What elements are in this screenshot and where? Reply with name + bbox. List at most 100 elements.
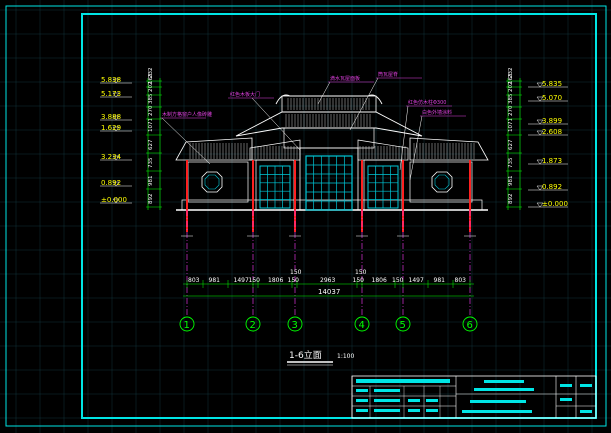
titleblock-text-bar: [580, 410, 592, 413]
titleblock-text-bar: [474, 388, 534, 391]
left-octagon-window: [201, 171, 223, 193]
inner-frame: [81, 13, 597, 419]
axis-label: 3: [292, 320, 298, 331]
vdim-value: 735: [508, 157, 514, 168]
titleblock-text-bar: [374, 399, 400, 402]
vdim-value: 232: [148, 68, 154, 79]
level-value: 0.892: [542, 183, 562, 191]
level-triangle: [112, 126, 120, 132]
callout-text: 滴水瓦屋面板: [330, 75, 360, 82]
right-wing-wall: [409, 161, 473, 203]
title-block: [351, 375, 597, 419]
red-columns: [186, 160, 471, 232]
level-triangle: [112, 78, 120, 84]
axis-bubble: [462, 316, 478, 332]
drawing-title: 1-6立面: [289, 349, 322, 361]
vdim-value: 270: [148, 105, 154, 116]
level-triangle: [112, 198, 120, 204]
callout-text: 木制方格窗户人像砖雕: [162, 111, 212, 118]
axis-bubble: [395, 316, 411, 332]
total-width: 14037: [318, 288, 340, 296]
hdim-value: 981: [209, 277, 221, 284]
titleblock-text-bar: [580, 384, 592, 387]
level-triangle: [536, 130, 544, 136]
hdim-value: 803: [455, 277, 467, 284]
vdim-value: 385: [508, 93, 514, 104]
axis-label: 4: [359, 320, 365, 331]
titleblock-text-bar: [356, 399, 368, 402]
vdim-value: 270: [508, 105, 514, 116]
vdim-value: 163: [508, 73, 514, 84]
titleblock-text-bar: [426, 399, 438, 402]
titleblock-text-bar: [408, 409, 420, 412]
vdim-value: 163: [148, 73, 154, 84]
hdim-value: 150: [249, 277, 261, 284]
right-octagon-window: [431, 171, 453, 193]
level-triangle: [536, 96, 544, 102]
vdim-value: 981: [148, 176, 154, 187]
vdim-value: 232: [508, 68, 514, 79]
level-value: 5.835: [542, 80, 562, 88]
hdim-value: 150: [353, 277, 365, 284]
hdim-value: 150: [355, 269, 367, 276]
left-wing-roof: [175, 137, 253, 161]
vdim-value: 1071: [508, 118, 514, 132]
level-triangle: [112, 115, 120, 121]
right-octagon-inner: [434, 174, 450, 190]
axis-bubble: [354, 316, 370, 332]
callout-leader: [161, 117, 211, 165]
level-value: 5.838: [101, 76, 121, 84]
level-triangle: [536, 82, 544, 88]
right-wing-roof: [409, 137, 489, 161]
vdim-value: 981: [508, 176, 514, 187]
titleblock-text-bar: [408, 399, 420, 402]
titleblock-text-bar: [356, 389, 368, 392]
callout-leader: [399, 105, 409, 171]
axis-label: 5: [400, 320, 406, 331]
vdim-value: 627: [148, 139, 154, 150]
vdim-value: 892: [508, 194, 514, 205]
hdim-value: 150: [392, 277, 404, 284]
vdim-value: 385: [148, 93, 154, 104]
titleblock-text-bar: [560, 384, 572, 387]
hdim-value: 1806: [268, 277, 283, 284]
level-value: ±0.000: [101, 196, 127, 204]
axis-label: 1: [184, 320, 190, 331]
callout-leader: [251, 97, 301, 151]
main-gate: [299, 147, 359, 211]
level-triangle: [112, 155, 120, 161]
axis-bubble: [245, 316, 261, 332]
material-callouts: 红色木板大门滴水瓦屋面板筒瓦屋脊木制方格窗户人像砖雕红色仿木柱Φ300白色外墙涂…: [160, 71, 466, 181]
drawing-scale: 1:100: [337, 353, 354, 360]
hdim-value: 2963: [320, 277, 335, 284]
level-value: 3.899: [542, 117, 562, 125]
level-value: ±0.000: [542, 200, 568, 208]
level-triangle: [112, 92, 120, 98]
vdim-value: 735: [148, 157, 154, 168]
titleblock-text-bar: [560, 398, 572, 401]
hdim-value: 981: [434, 277, 446, 284]
hdim-value: 1497: [409, 277, 424, 284]
level-triangle: [536, 202, 544, 208]
hdim-value: 803: [188, 277, 200, 284]
callout-leader: [317, 81, 331, 105]
vdim-value: 892: [148, 194, 154, 205]
titleblock-text-bar: [470, 400, 526, 403]
callout-leader: [349, 77, 379, 131]
axis-bubble: [179, 316, 195, 332]
level-value: 2.608: [542, 128, 562, 136]
level-value: 3.234: [101, 153, 122, 161]
hdim-value: 1806: [372, 277, 387, 284]
level-triangle: [536, 119, 544, 125]
level-triangle: [112, 181, 120, 187]
callout-text: 筒瓦屋脊: [378, 71, 398, 78]
axis-lines: [186, 210, 471, 316]
